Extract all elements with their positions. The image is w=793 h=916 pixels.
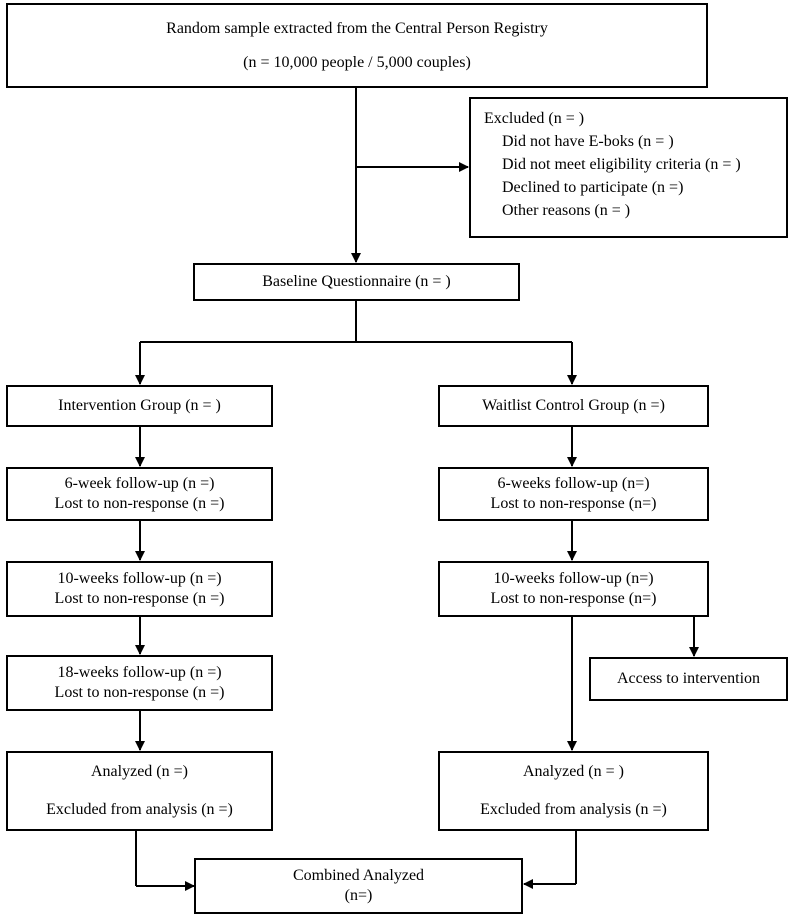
sample-size: (n = 10,000 people / 5,000 couples)	[243, 53, 471, 71]
excluded-item: Declined to participate (n =)	[502, 179, 684, 196]
intervention-10wk-box: 10-weeks follow-up (n =) Lost to non-res…	[6, 561, 273, 617]
lost-label: Lost to non-response (n =)	[54, 684, 225, 701]
lost-label: Lost to non-response (n=)	[490, 590, 657, 607]
intervention-18wk-box: 18-weeks follow-up (n =) Lost to non-res…	[6, 655, 273, 711]
excluded-item: Other reasons (n = )	[502, 202, 631, 219]
control-group-box: Waitlist Control Group (n =)	[438, 385, 709, 427]
excluded-analysis-label: Excluded from analysis (n =)	[46, 801, 233, 818]
intervention-6wk-box: 6-week follow-up (n =) Lost to non-respo…	[6, 467, 273, 521]
followup-label: 6-weeks follow-up (n=)	[497, 475, 650, 492]
control-analyzed-box: Analyzed (n = ) Excluded from analysis (…	[438, 751, 709, 831]
baseline-label: Baseline Questionnaire (n = )	[262, 273, 451, 290]
followup-label: 18-weeks follow-up (n =)	[57, 664, 222, 681]
combined-label: Combined Analyzed	[292, 867, 425, 884]
intervention-group-label: Intervention Group (n = )	[58, 397, 221, 414]
excluded-title: Excluded (n = )	[484, 110, 585, 127]
lost-label: Lost to non-response (n=)	[490, 495, 657, 512]
access-label: Access to intervention	[616, 670, 761, 687]
control-group-label: Waitlist Control Group (n =)	[482, 397, 665, 414]
baseline-box: Baseline Questionnaire (n = )	[193, 263, 520, 301]
excluded-item: Did not meet eligibility criteria (n = )	[502, 156, 741, 173]
followup-label: 10-weeks follow-up (n=)	[493, 570, 654, 587]
sample-box: Random sample extracted from the Central…	[6, 3, 708, 88]
analyzed-label: Analyzed (n =)	[91, 763, 188, 780]
combined-n: (n=)	[344, 887, 373, 904]
control-10wk-box: 10-weeks follow-up (n=) Lost to non-resp…	[438, 561, 709, 617]
lost-label: Lost to non-response (n =)	[54, 590, 225, 607]
intervention-analyzed-box: Analyzed (n =) Excluded from analysis (n…	[6, 751, 273, 831]
followup-label: 6-week follow-up (n =)	[64, 475, 215, 492]
analyzed-label: Analyzed (n = )	[523, 763, 624, 780]
excluded-analysis-label: Excluded from analysis (n =)	[480, 801, 667, 818]
followup-label: 10-weeks follow-up (n =)	[57, 570, 222, 587]
access-box: Access to intervention	[589, 657, 788, 701]
control-6wk-box: 6-weeks follow-up (n=) Lost to non-respo…	[438, 467, 709, 521]
lost-label: Lost to non-response (n =)	[54, 495, 225, 512]
intervention-group-box: Intervention Group (n = )	[6, 385, 273, 427]
sample-title: Random sample extracted from the Central…	[166, 19, 548, 37]
combined-box: Combined Analyzed (n=)	[194, 858, 523, 914]
excluded-box: Excluded (n = ) Did not have E-boks (n =…	[469, 97, 788, 238]
excluded-item: Did not have E-boks (n = )	[502, 133, 674, 150]
